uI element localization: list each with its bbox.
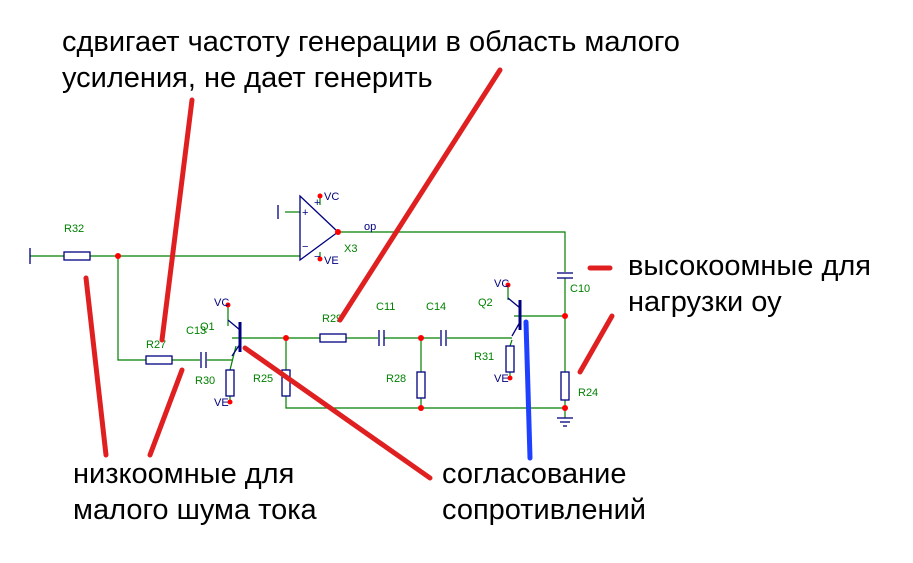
label-c14: C14 xyxy=(426,301,446,313)
label-r31: R31 xyxy=(474,351,494,363)
opamp-plus-sign: + xyxy=(302,207,308,219)
pointer-r32 xyxy=(83,275,109,458)
label-r28: R28 xyxy=(386,373,406,385)
c14-body xyxy=(440,330,447,346)
r25-body xyxy=(281,369,291,397)
label-r29: R29 xyxy=(322,313,342,325)
opamp-x3-body xyxy=(299,194,340,262)
r27-body xyxy=(145,355,173,365)
label-r32: R32 xyxy=(64,223,84,235)
label-r24: R24 xyxy=(578,387,598,399)
annotation-top: сдвигает частоту генерации в область мал… xyxy=(62,24,680,96)
pointer-r27 xyxy=(159,97,195,343)
net-op: op xyxy=(364,221,376,233)
label-c13: C13 xyxy=(186,325,206,337)
ve-terminal xyxy=(227,399,233,405)
r31-body xyxy=(505,345,515,373)
label-x3: X3 xyxy=(344,243,357,255)
ve-terminal xyxy=(507,375,513,381)
vc-terminal xyxy=(505,282,511,288)
annotation-top-line2: усиления, не дает генерить xyxy=(62,62,433,94)
net-vc-q2: VC xyxy=(494,278,509,290)
ground-symbol xyxy=(557,417,573,427)
c10-body xyxy=(557,272,573,279)
r30-body xyxy=(225,369,235,397)
net-ve-q1: VE xyxy=(214,397,229,409)
annotation-top-line1: сдвигает частоту генерации в область мал… xyxy=(62,26,680,58)
opamp-bottom-minus: − xyxy=(314,251,320,263)
pointer-r29 xyxy=(337,67,503,323)
pointer-q1 xyxy=(242,345,433,481)
annotation-right: высокоомные для нагрузки оу xyxy=(628,248,871,320)
r29-body xyxy=(319,333,347,343)
components xyxy=(29,193,573,427)
label-q2: Q2 xyxy=(478,297,493,309)
label-q1: Q1 xyxy=(200,321,215,333)
annotation-bottom-left: низкоомные для малого шума тока xyxy=(73,456,317,528)
wires xyxy=(30,198,566,418)
net-ve-q2: VE xyxy=(494,373,509,385)
annotation-bottom-left-line2: малого шума тока xyxy=(73,494,317,526)
q1-body xyxy=(227,319,242,357)
ve-terminal xyxy=(317,256,323,262)
r32-body xyxy=(63,251,91,261)
pointer-q2 xyxy=(523,319,533,461)
annotation-right-line2: нагрузки оу xyxy=(628,286,782,318)
opamp-minus-sign: − xyxy=(302,241,308,253)
label-r30: R30 xyxy=(195,375,215,387)
nodes xyxy=(115,229,568,411)
c11-body xyxy=(378,330,385,346)
vc-terminal xyxy=(317,193,323,199)
pointer-r24 xyxy=(577,313,615,375)
annotation-strokes xyxy=(83,67,615,481)
opamp-top-plus: + xyxy=(314,197,320,209)
net-vc-opamp: VC xyxy=(324,191,339,203)
label-c11: C11 xyxy=(376,301,395,313)
r24-body xyxy=(560,371,570,401)
c13-body xyxy=(200,352,207,368)
annotation-right-line1: высокоомные для xyxy=(628,250,872,282)
q2-body xyxy=(507,297,522,337)
annotation-bottom-center-line2: сопротивлений xyxy=(442,494,646,526)
label-c10: C10 xyxy=(570,283,590,295)
annotation-bottom-center-line1: согласование xyxy=(442,458,627,490)
net-vc-q1: VC xyxy=(214,297,229,309)
annotation-bottom-left-line1: низкоомные для xyxy=(73,458,295,490)
vc-terminal xyxy=(225,302,231,308)
net-ve-opamp: VE xyxy=(324,255,339,267)
label-r25: R25 xyxy=(253,373,273,385)
annotation-bottom-center: согласование сопротивлений xyxy=(442,456,646,528)
r28-body xyxy=(416,371,426,399)
pointer-r30 xyxy=(147,367,185,458)
